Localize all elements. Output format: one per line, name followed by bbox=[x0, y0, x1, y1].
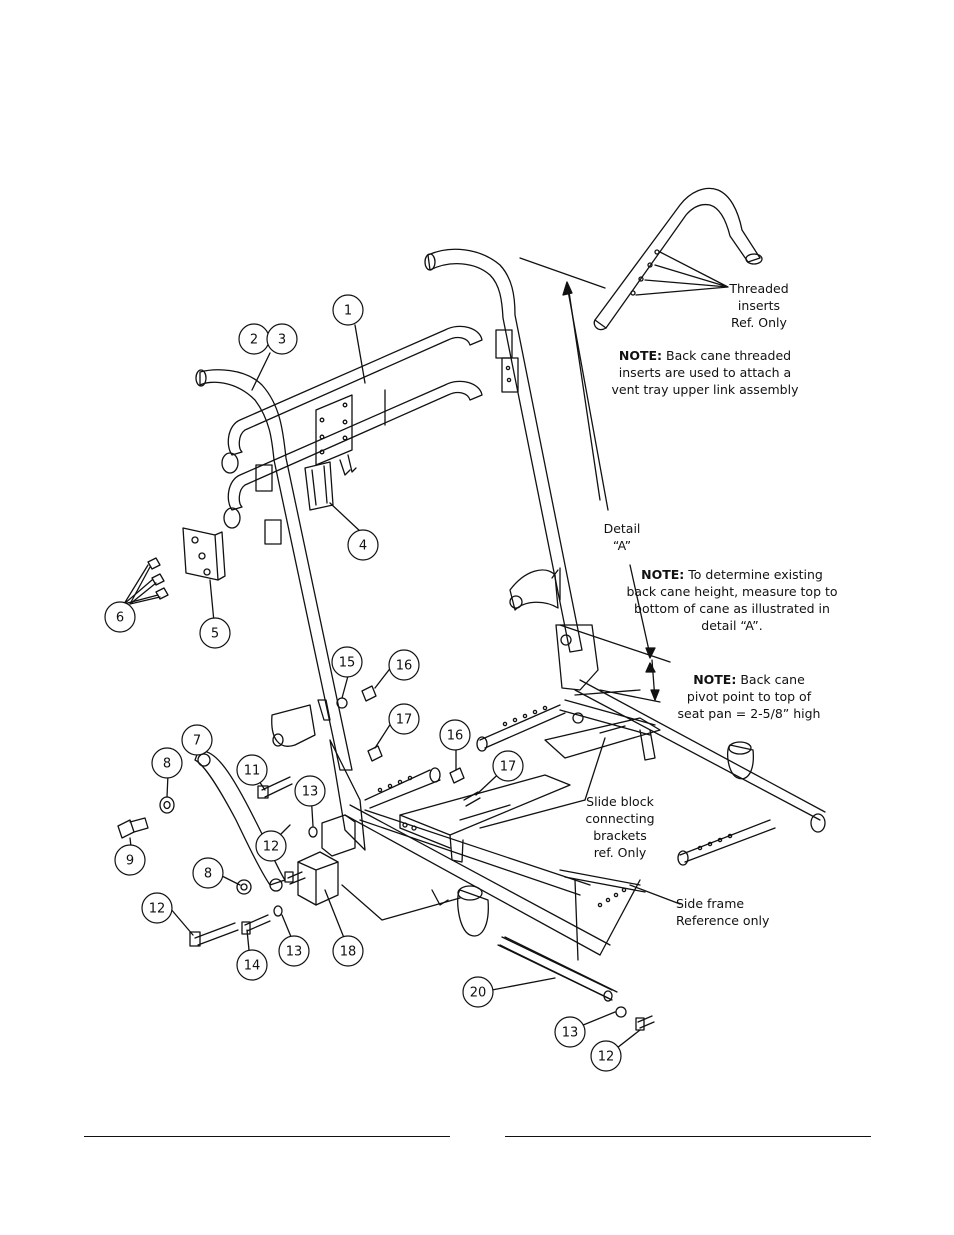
callout-11: 11 bbox=[244, 764, 261, 779]
callout-3: 3 bbox=[278, 333, 286, 348]
bracket-4 bbox=[304, 461, 334, 511]
callout-12a-circle bbox=[255, 830, 287, 862]
callout-13a: 13 bbox=[302, 785, 319, 800]
callout-16b: 16 bbox=[447, 729, 464, 744]
callout-14-circle bbox=[236, 949, 268, 981]
callout-9-circle bbox=[114, 844, 146, 876]
callout-20-circle bbox=[462, 976, 494, 1008]
callout-12c-circle bbox=[590, 1040, 622, 1072]
callout-11-circle bbox=[236, 754, 268, 786]
callout-17a: 17 bbox=[396, 713, 413, 728]
callout-18-circle bbox=[332, 935, 364, 967]
threaded-inserts-label: Threaded inserts Ref. Only bbox=[729, 281, 789, 330]
callout-labels: 1 2 3 4 5 6 7 8 8 9 11 12 12 12 13 13 13… bbox=[116, 304, 614, 1065]
note-pivot-point: NOTE: Back cane pivot point to top of se… bbox=[677, 672, 821, 721]
note-threaded-inserts: NOTE: Back cane threaded inserts are use… bbox=[611, 348, 799, 397]
callout-4-circle bbox=[347, 529, 379, 561]
callout-16a: 16 bbox=[396, 659, 413, 674]
slide-block-label: Slide block connecting brackets ref. Onl… bbox=[585, 794, 655, 860]
footer-rule-left bbox=[84, 1136, 450, 1137]
leader-lines bbox=[123, 251, 729, 1056]
callout-8b: 8 bbox=[204, 867, 212, 882]
right-back-cane bbox=[424, 248, 599, 691]
callout-16b-circle bbox=[439, 719, 471, 751]
bracket-5 bbox=[182, 527, 226, 581]
callout-16a-circle bbox=[388, 649, 420, 681]
callout-13a-circle bbox=[294, 775, 326, 807]
callout-6: 6 bbox=[116, 611, 124, 626]
detail-a-label: Detail “A” bbox=[603, 521, 641, 553]
callout-4: 4 bbox=[359, 539, 367, 554]
note-cane-height: NOTE: To determine existing back cane he… bbox=[626, 567, 838, 633]
callout-12c: 12 bbox=[598, 1050, 615, 1065]
callout-8a: 8 bbox=[163, 757, 171, 772]
callout-8a-circle bbox=[151, 747, 183, 779]
callout-12b-circle bbox=[141, 892, 173, 924]
detail-a-dimension bbox=[519, 257, 660, 701]
callout-12a: 12 bbox=[263, 840, 280, 855]
callout-7-circle bbox=[181, 724, 213, 756]
callout-20: 20 bbox=[470, 986, 487, 1001]
callouts bbox=[104, 294, 622, 1072]
callout-12b: 12 bbox=[149, 902, 166, 917]
callout-5: 5 bbox=[211, 627, 219, 642]
slide-block-brackets bbox=[399, 699, 661, 863]
callout-17b-circle bbox=[492, 750, 524, 782]
callout-15: 15 bbox=[339, 656, 356, 671]
callout-17a-circle bbox=[388, 703, 420, 735]
callout-13c: 13 bbox=[562, 1026, 579, 1041]
callout-15-circle bbox=[331, 646, 363, 678]
footer-rule-right bbox=[505, 1136, 871, 1137]
callout-13c-circle bbox=[554, 1016, 586, 1048]
callout-5-circle bbox=[199, 617, 231, 649]
callout-9: 9 bbox=[126, 854, 134, 869]
callout-1: 1 bbox=[344, 304, 352, 319]
callout-18: 18 bbox=[340, 945, 357, 960]
tube-20 bbox=[497, 936, 613, 1002]
bracket-18 bbox=[297, 814, 356, 906]
detail-a-back-cane bbox=[593, 187, 763, 331]
callout-8b-circle bbox=[192, 857, 224, 889]
left-back-cane bbox=[195, 369, 366, 851]
screws-6 bbox=[129, 557, 169, 605]
hardware bbox=[117, 685, 655, 1031]
side-frame-label: Side frame Reference only bbox=[676, 896, 770, 928]
callout-2: 2 bbox=[250, 333, 258, 348]
cross-brace-assembly bbox=[221, 325, 483, 529]
callout-1-circle bbox=[332, 294, 364, 326]
callout-6-circle bbox=[104, 601, 136, 633]
callout-14: 14 bbox=[244, 959, 261, 974]
callout-7: 7 bbox=[193, 734, 201, 749]
callout-3-circle bbox=[266, 323, 298, 355]
side-frame bbox=[344, 679, 826, 1001]
callout-13b: 13 bbox=[286, 945, 303, 960]
callout-13b-circle bbox=[278, 935, 310, 967]
callout-17b: 17 bbox=[500, 760, 517, 775]
